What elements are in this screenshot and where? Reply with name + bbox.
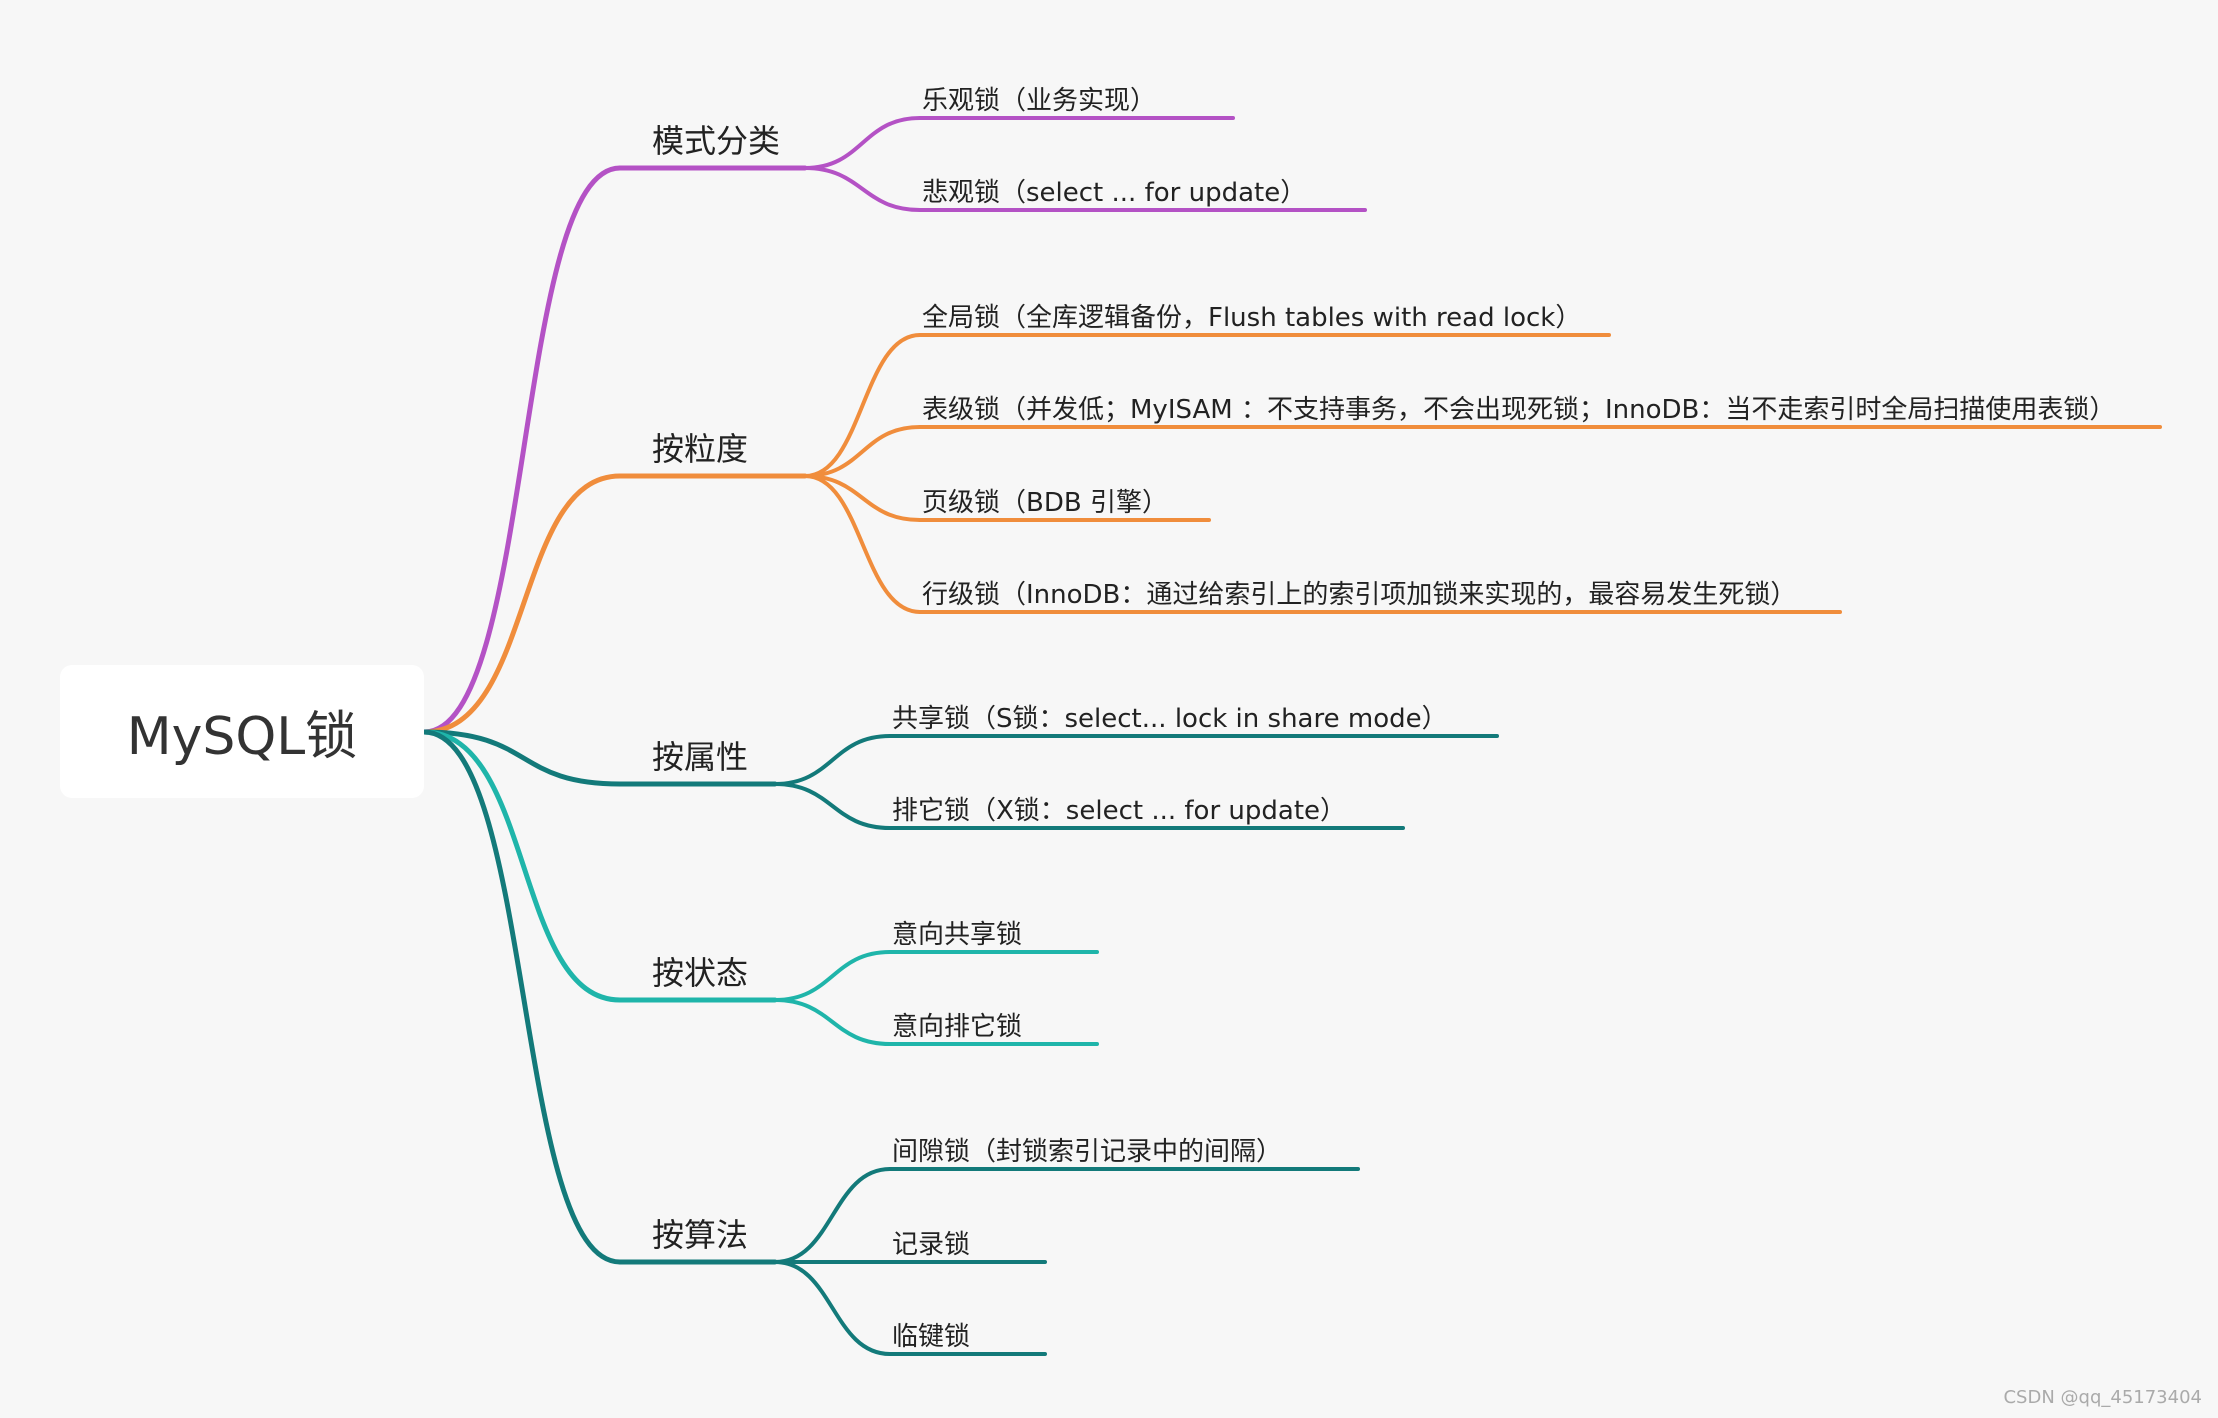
watermark: CSDN @qq_45173404: [2003, 1387, 2202, 1408]
branch-connector: [421, 165, 623, 735]
leaf-label[interactable]: 意向排它锁: [892, 1012, 1023, 1042]
leaf-connector: [773, 1260, 892, 1356]
leaf-connector: [773, 950, 892, 1002]
branch-connector: [421, 473, 623, 735]
branch-label[interactable]: 按属性: [652, 738, 749, 776]
leaf-connector: [803, 116, 922, 170]
root-node[interactable]: MySQL锁: [60, 665, 424, 798]
branch-connector: [421, 729, 623, 787]
leaf-connector: [803, 425, 922, 478]
leaf-label[interactable]: 全局锁（全库逻辑备份，Flush tables with read lock）: [922, 303, 1582, 333]
branch-label[interactable]: 按粒度: [652, 430, 749, 468]
leaf-label[interactable]: 乐观锁（业务实现）: [922, 86, 1157, 116]
leaf-label[interactable]: 间隙锁（封锁索引记录中的间隔）: [892, 1137, 1283, 1167]
branch-connector: [421, 729, 623, 1265]
branch-label[interactable]: 按算法: [652, 1216, 749, 1254]
leaf-label[interactable]: 临键锁: [892, 1322, 971, 1352]
leaf-connector: [803, 166, 922, 212]
leaf-connector: [773, 1167, 892, 1264]
branch-connector: [421, 729, 623, 1003]
leaf-connector: [773, 734, 892, 786]
root-label: MySQL锁: [126, 707, 358, 767]
leaf-label[interactable]: 行级锁（InnoDB：通过给索引上的索引项加锁来实现的，最容易发生死锁）: [922, 580, 1797, 610]
leaf-label[interactable]: 表级锁（并发低；MyISAM ：不支持事务，不会出现死锁；InnoDB：当不走索…: [922, 395, 2116, 425]
leaf-label[interactable]: 排它锁（X锁：select ... for update）: [892, 796, 1347, 826]
leaf-connector: [803, 474, 922, 614]
leaf-connector: [773, 782, 892, 830]
leaf-label[interactable]: 意向共享锁: [892, 920, 1023, 950]
leaf-connector: [773, 998, 892, 1046]
branch-label[interactable]: 模式分类: [652, 122, 781, 160]
branch-label[interactable]: 按状态: [652, 954, 749, 992]
leaf-label[interactable]: 悲观锁（select ... for update）: [922, 178, 1307, 208]
leaf-label[interactable]: 记录锁: [892, 1230, 971, 1260]
leaf-label[interactable]: 页级锁（BDB 引擎）: [922, 488, 1168, 518]
leaf-connector: [803, 333, 922, 478]
leaf-connector: [803, 474, 922, 522]
leaf-label[interactable]: 共享锁（S锁：select... lock in share mode）: [892, 704, 1448, 734]
